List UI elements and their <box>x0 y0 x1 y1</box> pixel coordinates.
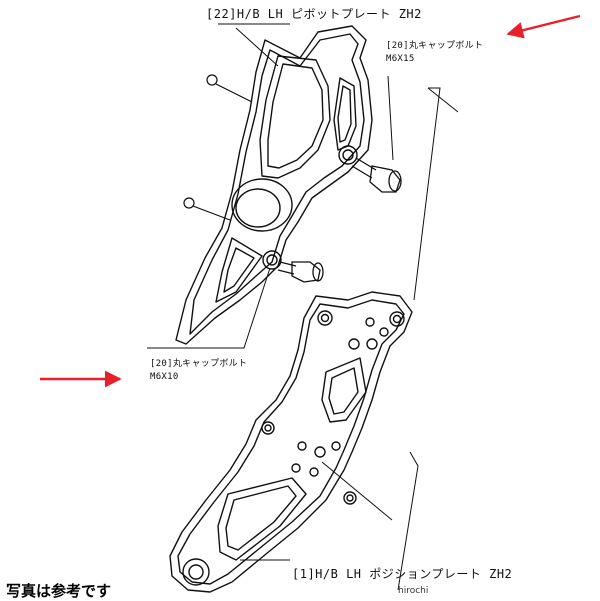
label-bolt-upper-size: M6X15 <box>386 54 415 64</box>
label-part-1: [1]H/B LH ポジションプレート ZH2 <box>292 567 513 581</box>
red-arrows <box>40 14 581 388</box>
label-bolt-lower-size: M6X10 <box>150 372 179 382</box>
label-bolt-lower-name: [20]丸キャップボルト <box>150 359 248 369</box>
bolt-m6x15 <box>351 157 402 193</box>
reference-photo-note: 写真は参考です <box>6 582 112 600</box>
watermark: hirochi <box>398 586 429 596</box>
label-part-22: [22]H/B LH ピボットプレート ZH2 <box>206 7 422 21</box>
pivot-plate-22 <box>175 25 373 345</box>
arrow-upper <box>506 14 581 39</box>
label-bolt-upper-name: [20]丸キャップボルト <box>386 41 484 51</box>
bolt-m6x10 <box>277 261 324 283</box>
leader-lines <box>147 23 459 591</box>
position-plate-1 <box>169 291 413 593</box>
dowel-pins <box>183 74 253 221</box>
